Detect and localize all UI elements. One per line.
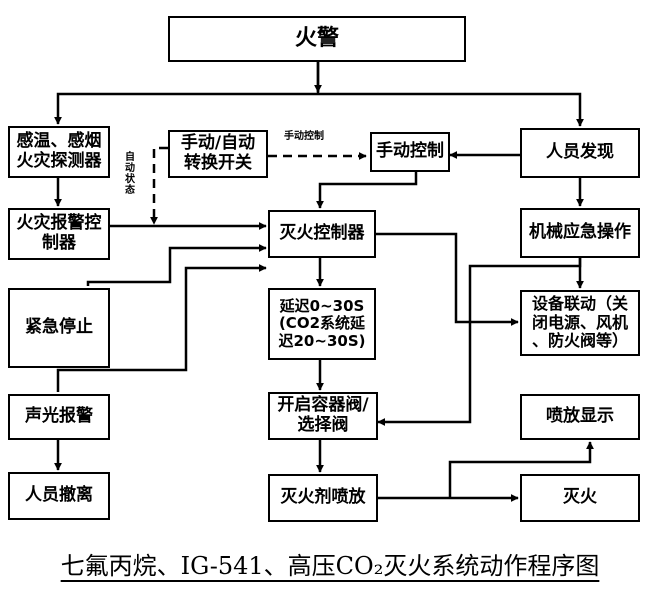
node-discharge-display: 喷放显示: [520, 394, 640, 440]
arrow-sound-to-suppression: [56, 264, 267, 392]
label-manual-control-small: 手动控制: [284, 131, 324, 142]
node-fire-alarm: 火警: [168, 16, 466, 62]
arrow-suppression-to-linkage: [376, 232, 519, 326]
arrow-manual-to-suppression: [316, 172, 418, 209]
node-mode-switch: 手动/自动 转换开关: [168, 130, 268, 178]
node-mechanical-emergency: 机械应急操作: [520, 208, 640, 258]
node-sound-light: 声光报警: [8, 394, 110, 440]
arrow-to-person-found: [318, 92, 584, 127]
node-emergency-stop: 紧急停止: [8, 288, 110, 368]
node-detectors: 感温、感烟 火灾探测器: [8, 126, 110, 178]
diagram-caption: 七氟丙烷、IG-541、高压CO₂灭火系统动作程序图: [60, 552, 600, 580]
arrow-mechanical-to-valve: [377, 258, 582, 426]
arrow-to-detectors: [54, 92, 318, 125]
node-evacuate: 人员撤离: [8, 472, 110, 520]
node-linkage: 设备联动（关 闭电源、风机 、防火阀等）: [520, 290, 640, 356]
arrow-discharge-to-display: [448, 441, 594, 498]
label-auto-state: 自动状态: [125, 152, 135, 196]
node-open-valve: 开启容器阀/ 选择阀: [268, 392, 378, 440]
arrow-stop-to-suppression: [86, 244, 267, 286]
dashed-switch-auto: [150, 146, 168, 225]
node-alarm-controller: 火灾报警控 制器: [8, 208, 110, 260]
node-extinguish: 灭火: [520, 474, 640, 522]
node-agent-discharge: 灭火剂喷放: [268, 474, 378, 522]
node-delay: 延迟0~30S (CO2系统延 迟20~30S): [268, 288, 376, 360]
node-manual-control: 手动控制: [370, 132, 450, 172]
node-suppression-controller: 灭火控制器: [268, 210, 376, 258]
node-person-found: 人员发现: [520, 128, 640, 178]
